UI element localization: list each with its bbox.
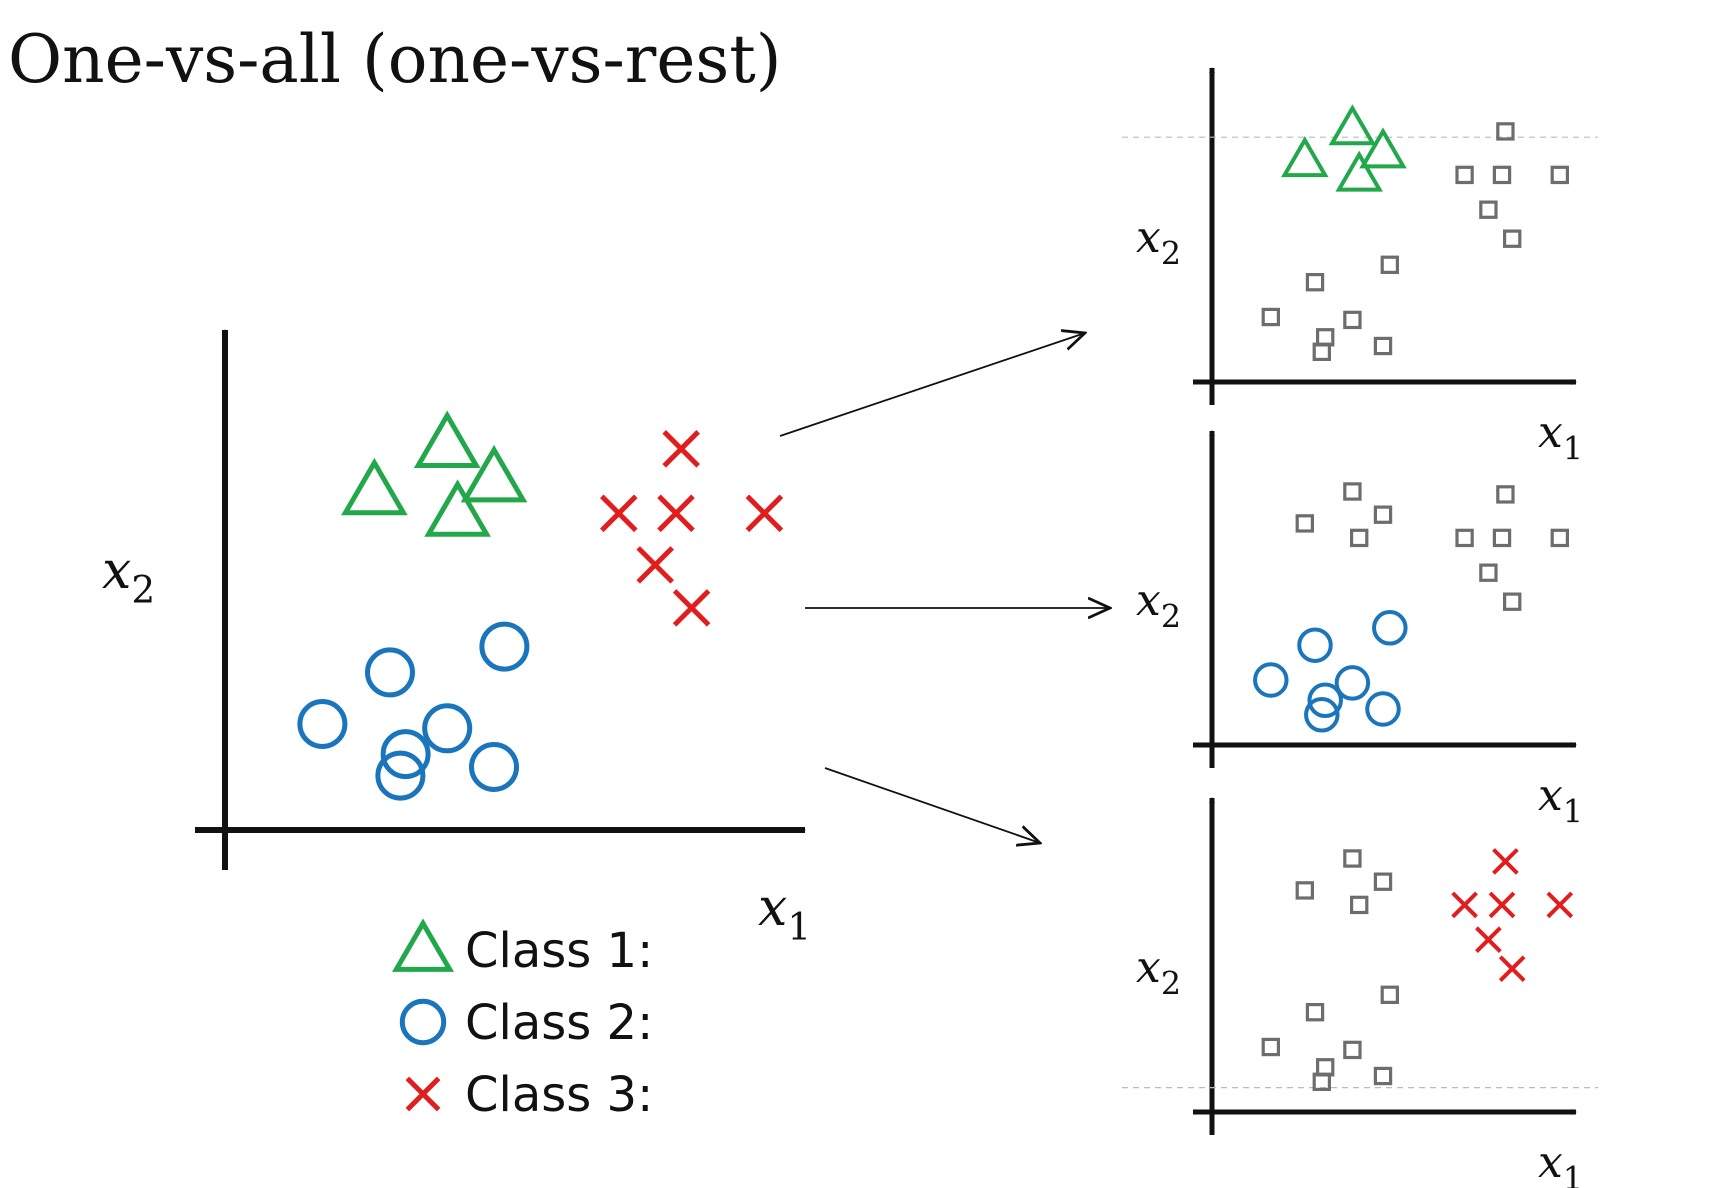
page-title: One-vs-all (one-vs-rest) bbox=[8, 21, 782, 98]
class3-cross-point bbox=[1475, 926, 1502, 954]
rest-square-point bbox=[1502, 592, 1522, 611]
class1-triangle-point bbox=[460, 444, 528, 503]
y-axis-label: x2 bbox=[1136, 212, 1181, 272]
legend: Class 1: Class 2: Class 3: bbox=[391, 918, 653, 1123]
rest-square-point bbox=[1305, 273, 1325, 292]
rest-square-point bbox=[1496, 485, 1515, 504]
rest-square-point bbox=[1343, 849, 1362, 868]
class-1-vs-rest-plot: x1 x2 bbox=[1122, 67, 1598, 467]
class2-circle-point bbox=[1365, 691, 1401, 727]
legend-label: Class 2: bbox=[465, 995, 653, 1051]
rest-square-point bbox=[1492, 528, 1512, 548]
class3-cross-point bbox=[600, 494, 638, 533]
rest-square-point bbox=[1295, 881, 1314, 900]
legend-item-class1: Class 1: bbox=[391, 918, 653, 979]
transform-arrows bbox=[779, 333, 1110, 843]
class3-cross-point bbox=[1488, 891, 1516, 919]
class2-circle-point bbox=[1304, 697, 1340, 733]
legend-triangle-icon bbox=[391, 918, 455, 972]
rest-square-point bbox=[1349, 895, 1369, 915]
class3-cross-point bbox=[636, 546, 674, 584]
class2-circle-point bbox=[422, 703, 473, 754]
x-axis-label: x1 bbox=[1538, 770, 1583, 830]
rest-square-point bbox=[1261, 1037, 1280, 1057]
class1-triangle-point bbox=[1281, 136, 1329, 178]
class1-triangle-point bbox=[413, 410, 481, 468]
class3-cross-point bbox=[745, 494, 784, 533]
x-axis-label: x1 bbox=[1538, 407, 1583, 467]
class2-circle-point bbox=[1307, 682, 1343, 719]
x-axis-label: x1 bbox=[1538, 1137, 1583, 1188]
class3-cross-point bbox=[672, 589, 711, 627]
legend-item-class3: Class 3: bbox=[405, 1067, 653, 1123]
rest-square-point bbox=[1492, 165, 1512, 185]
class1-triangle-point bbox=[1335, 150, 1383, 192]
class3-cross-point bbox=[1498, 955, 1526, 983]
rest-square-point bbox=[1343, 482, 1362, 501]
class1-triangle-point bbox=[341, 457, 408, 516]
rest-square-point bbox=[1550, 165, 1569, 185]
class3-cross-point bbox=[662, 430, 700, 468]
y-axis-label: x2 bbox=[102, 541, 155, 612]
class2-circle-point bbox=[1334, 665, 1371, 701]
arrow-to-class-3-plot bbox=[824, 767, 1040, 843]
class2-circle-point bbox=[469, 742, 519, 792]
rest-square-point bbox=[1343, 1040, 1362, 1060]
rest-square-point bbox=[1380, 255, 1399, 275]
rest-square-point bbox=[1373, 1066, 1393, 1086]
x-axis-label: x1 bbox=[758, 878, 811, 949]
class3-cross-point bbox=[1451, 891, 1478, 919]
class2-circle-point bbox=[479, 621, 530, 672]
class2-circle-point bbox=[1372, 610, 1408, 646]
rest-square-point bbox=[1479, 200, 1498, 219]
y-axis-label: x2 bbox=[1136, 575, 1181, 635]
y-axis-label: x2 bbox=[1136, 942, 1181, 1002]
class1-triangle-point bbox=[1359, 127, 1407, 169]
legend-item-class2: Class 2: bbox=[399, 995, 653, 1051]
rest-square-point bbox=[1455, 528, 1474, 548]
rest-square-point bbox=[1455, 165, 1474, 185]
class2-circle-point bbox=[1253, 662, 1289, 698]
class1-triangle-point bbox=[424, 479, 491, 537]
rest-square-point bbox=[1496, 122, 1515, 141]
rest-square-point bbox=[1380, 985, 1399, 1005]
rest-square-point bbox=[1550, 528, 1569, 548]
rest-square-point bbox=[1373, 505, 1393, 524]
class3-cross-point bbox=[657, 494, 695, 533]
class-2-vs-rest-plot: x1 x2 bbox=[1136, 430, 1583, 830]
rest-square-point bbox=[1305, 1002, 1325, 1022]
rest-square-point bbox=[1373, 872, 1393, 891]
class2-circle-point bbox=[297, 699, 348, 749]
rest-square-point bbox=[1373, 336, 1393, 356]
class2-circle-point bbox=[380, 729, 431, 780]
rest-square-point bbox=[1295, 514, 1314, 533]
legend-circle-icon bbox=[399, 998, 447, 1046]
rest-square-point bbox=[1502, 229, 1522, 248]
rest-square-point bbox=[1312, 1072, 1331, 1091]
class3-cross-point bbox=[1492, 848, 1519, 875]
main-plot: x1 x2 bbox=[102, 329, 811, 949]
rest-square-point bbox=[1261, 307, 1280, 327]
class2-circle-point bbox=[365, 647, 415, 698]
rest-square-point bbox=[1349, 528, 1369, 548]
rest-square-point bbox=[1312, 342, 1331, 362]
legend-label: Class 3: bbox=[465, 1067, 653, 1123]
class2-circle-point bbox=[375, 750, 426, 801]
class3-cross-point bbox=[1546, 891, 1574, 919]
rest-square-point bbox=[1343, 310, 1362, 330]
legend-label: Class 1: bbox=[465, 923, 653, 979]
arrow-to-class-1-plot bbox=[779, 333, 1085, 437]
class2-circle-point bbox=[1297, 627, 1333, 663]
legend-cross-icon bbox=[405, 1076, 441, 1112]
class-3-vs-rest-plot: x1 x2 bbox=[1122, 797, 1598, 1188]
class1-triangle-point bbox=[1328, 104, 1377, 146]
rest-square-point bbox=[1479, 563, 1498, 582]
